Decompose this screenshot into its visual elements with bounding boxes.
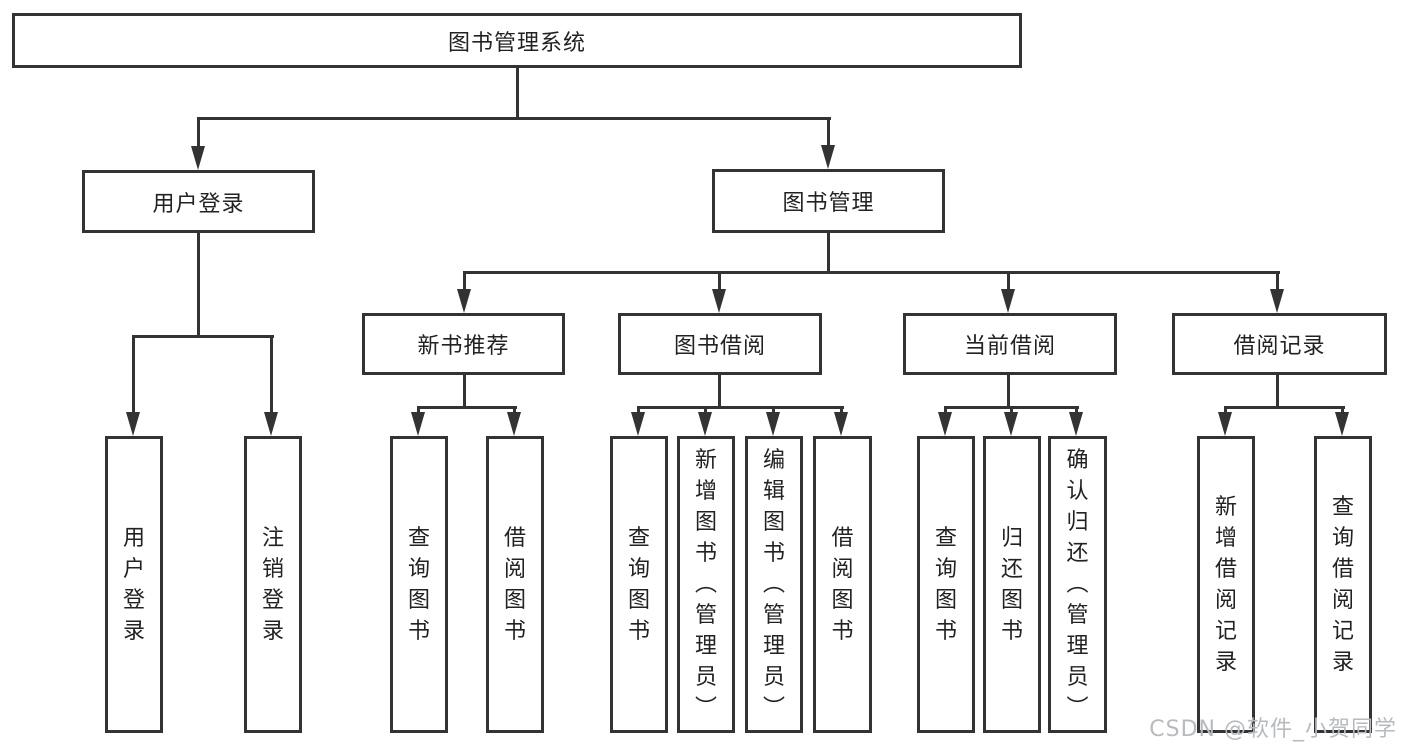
leaf-user-login: 用户登录 — [105, 436, 163, 733]
leaf-add-borrow-record: 新增借阅记录 — [1197, 436, 1255, 733]
leaf-query-books-2: 查询图书 — [610, 436, 668, 733]
connector-arrow-shaft — [772, 407, 775, 415]
node-borrow-records-label: 借阅记录 — [1233, 334, 1326, 359]
node-current-borrow-label: 当前借阅 — [963, 334, 1056, 359]
connector-arrow-shaft — [827, 118, 830, 148]
leaf-edit-books-admin: 编辑图书︵管理员︶ — [745, 436, 803, 733]
connector-arrow-shaft — [513, 407, 516, 415]
connector-arrow-shaft — [270, 336, 273, 415]
leaf-logout: 注销登录 — [244, 436, 302, 733]
leaf-logout-label: 注销登录 — [261, 525, 284, 644]
connector-arrow-shaft — [718, 272, 721, 292]
connector-line — [463, 375, 466, 409]
connector-arrow-shaft — [704, 407, 707, 415]
connector-line — [1224, 406, 1345, 409]
node-book-management: 图书管理 — [712, 169, 945, 233]
connector-arrowhead — [631, 412, 645, 436]
leaf-add-borrow-record-label: 新增借阅记录 — [1214, 494, 1237, 675]
connector-arrowhead — [1069, 412, 1083, 436]
leaf-user-login-label: 用户登录 — [122, 525, 145, 644]
connector-arrow-shaft — [1276, 272, 1279, 292]
connector-arrowhead — [938, 412, 952, 436]
connector-arrow-shaft — [1010, 407, 1013, 415]
leaf-query-borrow-record-label: 查询借阅记录 — [1331, 494, 1354, 675]
node-user-login: 用户登录 — [82, 170, 315, 233]
node-root: 图书管理系统 — [12, 13, 1022, 68]
connector-arrow-shaft — [463, 272, 466, 292]
leaf-query-books-1: 查询图书 — [390, 436, 448, 733]
connector-arrow-shaft — [944, 407, 947, 415]
connector-line — [516, 68, 519, 120]
connector-arrow-shaft — [637, 407, 640, 415]
connector-arrow-shaft — [1341, 407, 1344, 415]
leaf-query-books-2-label: 查询图书 — [627, 525, 650, 644]
connector-arrowhead — [1218, 412, 1232, 436]
node-new-book-recommend-label: 新书推荐 — [417, 334, 510, 359]
connector-arrowhead — [834, 412, 848, 436]
leaf-add-books-admin-label: 新增图书︵管理员︶ — [694, 448, 717, 721]
connector-arrow-shaft — [840, 407, 843, 415]
node-borrow-records: 借阅记录 — [1172, 313, 1387, 375]
connector-arrowhead — [712, 289, 726, 313]
leaf-query-books-3-label: 查询图书 — [934, 525, 957, 644]
connector-arrowhead — [411, 412, 425, 436]
connector-arrowhead — [126, 412, 140, 436]
leaf-borrow-books-2-label: 借阅图书 — [831, 525, 854, 644]
node-book-borrow-label: 图书借阅 — [673, 334, 766, 359]
connector-arrowhead — [507, 412, 521, 436]
connector-arrowhead — [766, 412, 780, 436]
node-book-borrow: 图书借阅 — [618, 313, 822, 375]
connector-line — [827, 233, 830, 274]
leaf-edit-books-admin-label: 编辑图书︵管理员︶ — [762, 448, 785, 721]
connector-line — [718, 375, 721, 409]
node-user-login-label: 用户登录 — [152, 191, 245, 217]
connector-line — [197, 117, 831, 120]
watermark: CSDN @软件_小贺同学 — [1149, 717, 1397, 742]
connector-arrow-shaft — [417, 407, 420, 415]
connector-line — [132, 335, 274, 338]
leaf-return-books-label: 归还图书 — [1000, 525, 1023, 644]
leaf-query-books-1-label: 查询图书 — [407, 525, 430, 644]
node-current-borrow: 当前借阅 — [903, 313, 1117, 375]
connector-arrowhead — [191, 146, 205, 170]
connector-arrowhead — [264, 412, 278, 436]
connector-arrowhead — [1001, 289, 1015, 313]
connector-arrow-shaft — [197, 118, 200, 149]
connector-arrow-shaft — [132, 336, 135, 415]
leaf-borrow-books-2: 借阅图书 — [813, 436, 872, 733]
connector-arrow-shaft — [1224, 407, 1227, 415]
leaf-borrow-books-1: 借阅图书 — [486, 436, 544, 733]
connector-line — [1276, 375, 1279, 409]
leaf-confirm-return-admin-label: 确认归还︵管理员︶ — [1066, 448, 1089, 721]
connector-line — [1007, 375, 1010, 409]
connector-arrowhead — [698, 412, 712, 436]
connector-line — [417, 406, 517, 409]
connector-line — [463, 271, 1280, 274]
connector-arrowhead — [1335, 412, 1349, 436]
leaf-borrow-books-1-label: 借阅图书 — [503, 525, 526, 644]
node-new-book-recommend: 新书推荐 — [362, 313, 565, 375]
leaf-query-books-3: 查询图书 — [917, 436, 975, 733]
leaf-confirm-return-admin: 确认归还︵管理员︶ — [1048, 436, 1107, 733]
connector-arrowhead — [457, 289, 471, 313]
connector-arrow-shaft — [1075, 407, 1078, 415]
leaf-return-books: 归还图书 — [983, 436, 1041, 733]
connector-arrow-shaft — [1007, 272, 1010, 292]
connector-arrowhead — [1004, 412, 1018, 436]
leaf-query-borrow-record: 查询借阅记录 — [1314, 436, 1372, 733]
connector-arrowhead — [1270, 289, 1284, 313]
connector-line — [637, 406, 844, 409]
connector-line — [197, 233, 200, 338]
node-root-label: 图书管理系统 — [447, 30, 586, 56]
leaf-add-books-admin: 新增图书︵管理员︶ — [677, 436, 735, 733]
node-book-management-label: 图书管理 — [782, 191, 875, 216]
connector-arrowhead — [821, 145, 835, 169]
